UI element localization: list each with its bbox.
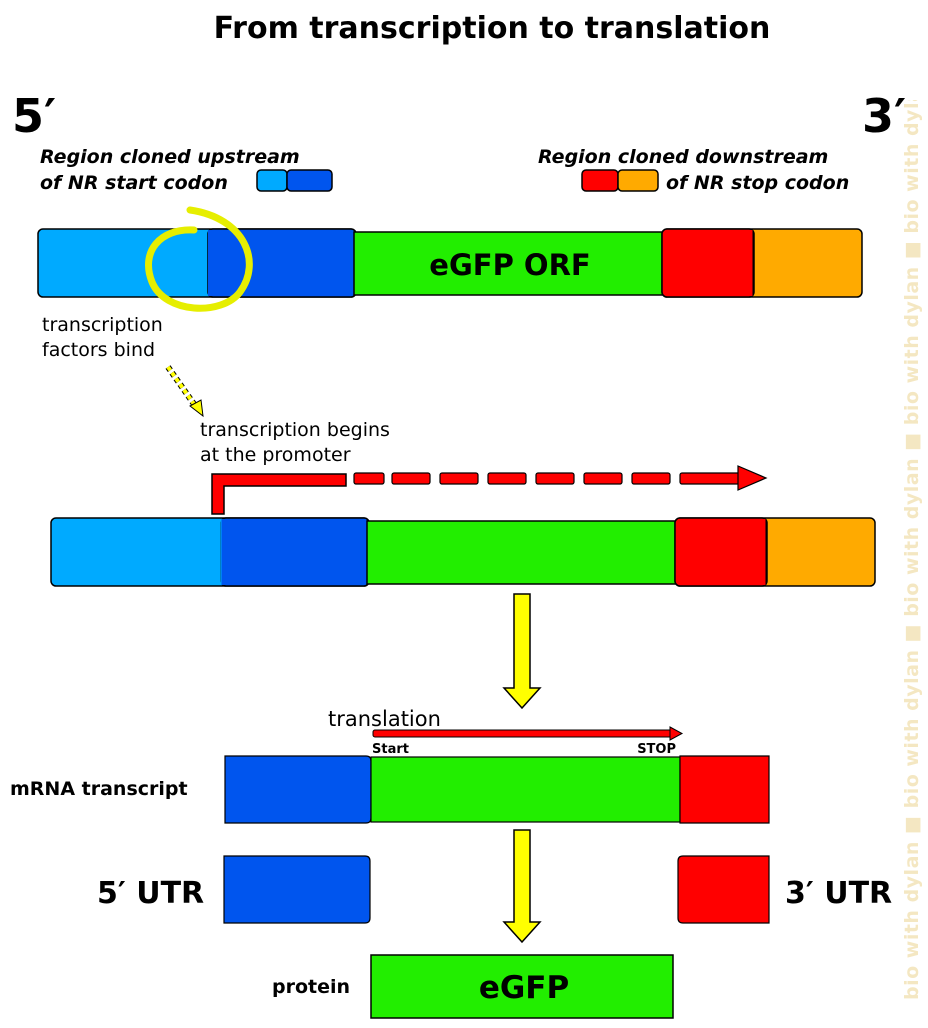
translation-label: translation bbox=[328, 707, 441, 731]
transcription-start-arrow bbox=[211, 465, 768, 515]
mrna-transcript bbox=[224, 755, 770, 824]
three-utr-block bbox=[677, 855, 770, 924]
upstream-legend-swatch bbox=[256, 169, 333, 192]
tf-dashed-arrow bbox=[165, 365, 204, 418]
diagram-title: From transcription to translation bbox=[214, 11, 771, 46]
mrna-coding-segment bbox=[370, 756, 681, 823]
upstream-caption-line1: Region cloned upstream bbox=[40, 146, 300, 168]
five-prime-label: 5′ bbox=[12, 89, 56, 143]
yellow-down-arrow-1 bbox=[502, 593, 542, 710]
translation-arrow bbox=[372, 726, 684, 741]
tf-bind-label-line2: factors bind bbox=[42, 339, 155, 361]
downstream-caption-line1: Region cloned downstream bbox=[538, 146, 828, 168]
tf-bind-label-line1: transcription bbox=[42, 314, 163, 336]
mrna-3utr-segment bbox=[679, 755, 770, 824]
tx-begins-label-line2: at the promoter bbox=[200, 444, 351, 466]
mrna-5utr-segment bbox=[224, 755, 372, 824]
dna-construct-top: eGFP ORF bbox=[37, 228, 863, 298]
five-utr-label: 5′ UTR bbox=[97, 876, 204, 911]
start-codon-label: Start bbox=[372, 742, 409, 757]
egfp-orf-label: eGFP ORF bbox=[429, 248, 590, 282]
three-utr-label: 3′ UTR bbox=[785, 876, 892, 911]
egfp-protein-label: eGFP bbox=[479, 970, 569, 1006]
promoter-highlight-circle bbox=[145, 206, 253, 312]
watermark: bio with dylan ■ bio with dylan ■ bio wi… bbox=[899, 100, 928, 1000]
five-utr-block bbox=[223, 855, 371, 924]
yellow-down-arrow-2 bbox=[502, 829, 542, 944]
stop-codon-label: STOP bbox=[637, 742, 676, 757]
dna-construct-middle bbox=[50, 517, 876, 587]
upstream-caption-line2: of NR start codon bbox=[40, 172, 228, 194]
tx-begins-label-line1: transcription begins bbox=[200, 419, 390, 441]
mrna-transcript-label: mRNA transcript bbox=[10, 778, 188, 800]
downstream-region-red bbox=[661, 228, 755, 298]
watermark-text: bio with dylan ■ bio with dylan ■ bio wi… bbox=[901, 100, 923, 1000]
egfp-orf-segment-2 bbox=[366, 520, 678, 585]
downstream-region-red-2 bbox=[674, 517, 768, 587]
protein-label: protein bbox=[272, 976, 350, 998]
upstream-region-dark-2 bbox=[220, 517, 370, 587]
egfp-protein-block bbox=[370, 954, 674, 1019]
three-prime-label: 3′ bbox=[862, 89, 906, 143]
egfp-orf-segment bbox=[353, 231, 665, 296]
upstream-region-dark bbox=[207, 228, 357, 298]
downstream-caption-line2: of NR stop codon bbox=[666, 172, 849, 194]
downstream-legend-swatch bbox=[581, 169, 659, 192]
